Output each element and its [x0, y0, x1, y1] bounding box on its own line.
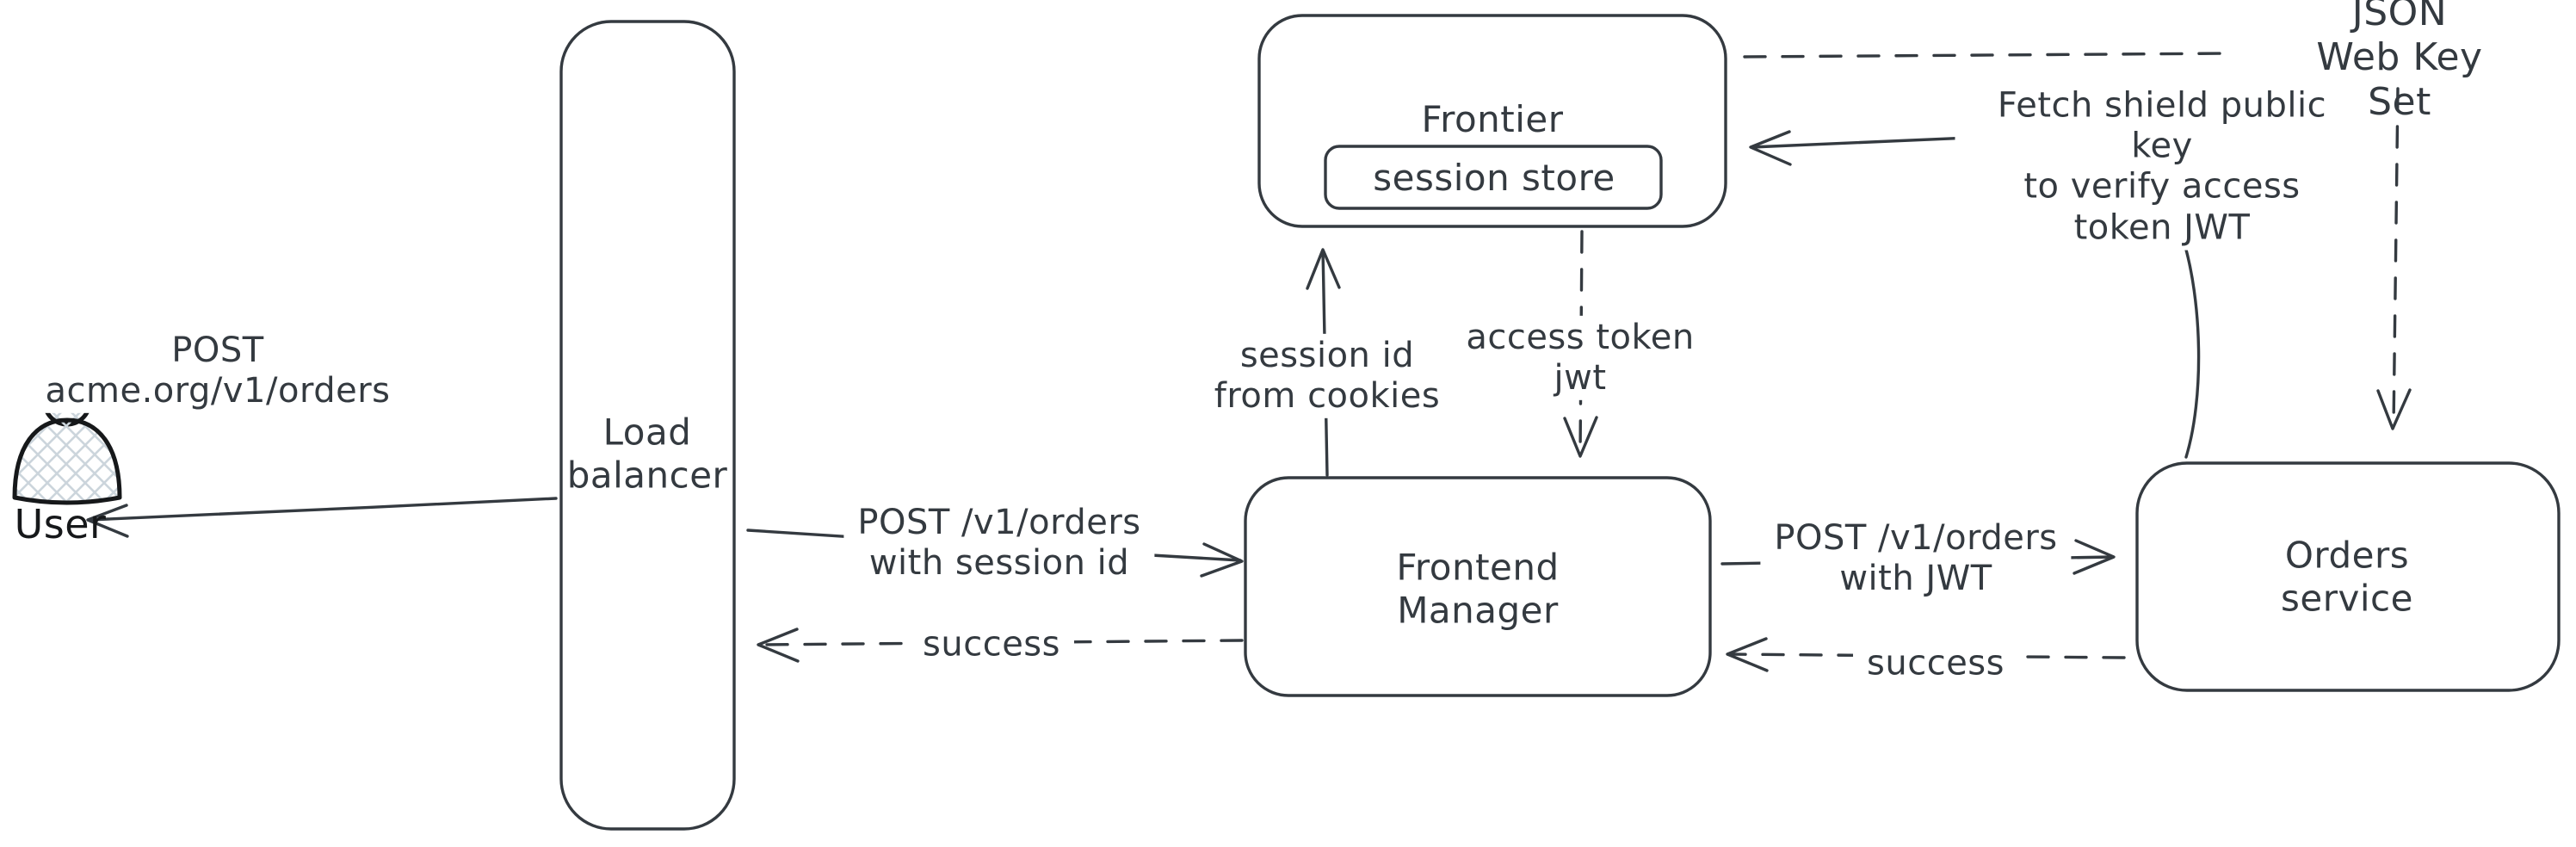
arrow-lb-to-user	[87, 497, 558, 522]
edge-label-access-token-jwt: access token jwt	[1452, 315, 1708, 401]
session-store-label: session store	[1373, 157, 1615, 200]
edge-label-post-orders-jwt: POST /v1/orders with JWT	[1760, 516, 2072, 602]
arrow-orders-to-frontier-tail	[2181, 236, 2201, 459]
arrowhead-orders-to-frontier	[1749, 130, 1792, 166]
user-label: User	[14, 500, 107, 547]
frontend-manager-label: Frontend Manager	[1396, 546, 1560, 631]
arrowhead-lb-to-user	[86, 504, 129, 538]
load-balancer-label: Load balancer	[566, 411, 728, 496]
arrowhead-jwks-to-orders	[2376, 388, 2412, 430]
edge-label-success-left: success	[909, 622, 1074, 667]
edge-label-post-orders-session-id: POST /v1/orders with session id	[843, 500, 1155, 586]
arrowhead-fm-to-lb-success	[757, 628, 800, 663]
orders-service-label: Orders service	[2281, 534, 2413, 619]
edge-label-post-acme-orders: POST acme.org/v1/orders	[31, 328, 405, 414]
arrowhead-lb-to-fm	[1200, 542, 1244, 578]
arrow-frontier-to-fm	[1578, 230, 1584, 457]
frontier-label: Frontier	[1421, 98, 1564, 141]
arrowhead-orders-to-fm-success	[1726, 637, 1769, 672]
edge-label-fetch-shield-public-key: Fetch shield public key to verify access…	[1955, 83, 2369, 250]
arrowhead-frontier-to-fm	[1563, 416, 1598, 458]
arrowhead-fm-to-frontier	[1306, 248, 1341, 290]
edge-label-session-id-from-cookies: session id from cookies	[1200, 333, 1455, 419]
frontier-box	[1257, 14, 1727, 228]
load-balancer-box	[559, 20, 736, 831]
person-icon-body	[12, 417, 122, 505]
frontend-manager-box	[1244, 476, 1712, 697]
arrow-jwks-to-orders	[2392, 87, 2400, 430]
arrow-orders-to-frontier-head-segment	[1750, 136, 1972, 149]
jwks-label: JSON Web Key Set	[2316, 0, 2483, 124]
orders-service-box	[2135, 461, 2561, 692]
line-frontier-to-jwks	[1743, 52, 2233, 59]
arrowhead-fm-to-orders	[2073, 539, 2116, 575]
session-store-box	[1324, 145, 1663, 210]
edge-label-success-right: success	[1853, 641, 2018, 686]
